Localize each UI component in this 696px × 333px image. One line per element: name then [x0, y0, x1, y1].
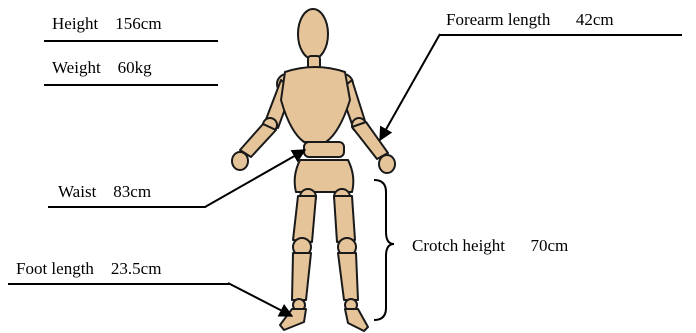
height-label: Height 156cm: [52, 14, 162, 34]
figure-parts: [232, 9, 395, 331]
height-underline: [44, 40, 218, 42]
crotch-height-label: Crotch height 70cm: [412, 236, 568, 256]
waist-underline: [48, 206, 206, 208]
waist-label: Waist 83cm: [58, 182, 151, 202]
foot-length-label: Foot length 23.5cm: [16, 259, 161, 279]
mannequin-pelvis: [295, 160, 354, 192]
forearm-leader-line: [380, 34, 440, 140]
mannequin-forearm-left: [240, 124, 276, 157]
mannequin-chest: [281, 67, 350, 142]
forearm-length-underline: [440, 34, 682, 36]
mannequin-foot-right: [345, 309, 368, 331]
waist-leader-line: [205, 150, 305, 207]
mannequin-thigh-right: [334, 196, 355, 242]
foot-leader-line: [228, 283, 292, 316]
mannequin-shin-right: [338, 253, 358, 300]
crotch-height-brace: [374, 180, 394, 320]
mannequin-thigh-left: [293, 196, 316, 242]
mannequin-shin-left: [292, 253, 311, 300]
mannequin-forearm-right: [352, 122, 388, 159]
forearm-length-label: Forearm length 42cm: [446, 10, 614, 30]
mannequin-hand-right: [379, 155, 395, 173]
mannequin-hand-left: [232, 152, 248, 170]
mannequin-waist: [304, 142, 344, 157]
mannequin-head: [298, 9, 328, 59]
weight-underline: [44, 84, 218, 86]
foot-length-underline: [8, 283, 230, 285]
weight-label: Weight 60kg: [52, 58, 152, 78]
